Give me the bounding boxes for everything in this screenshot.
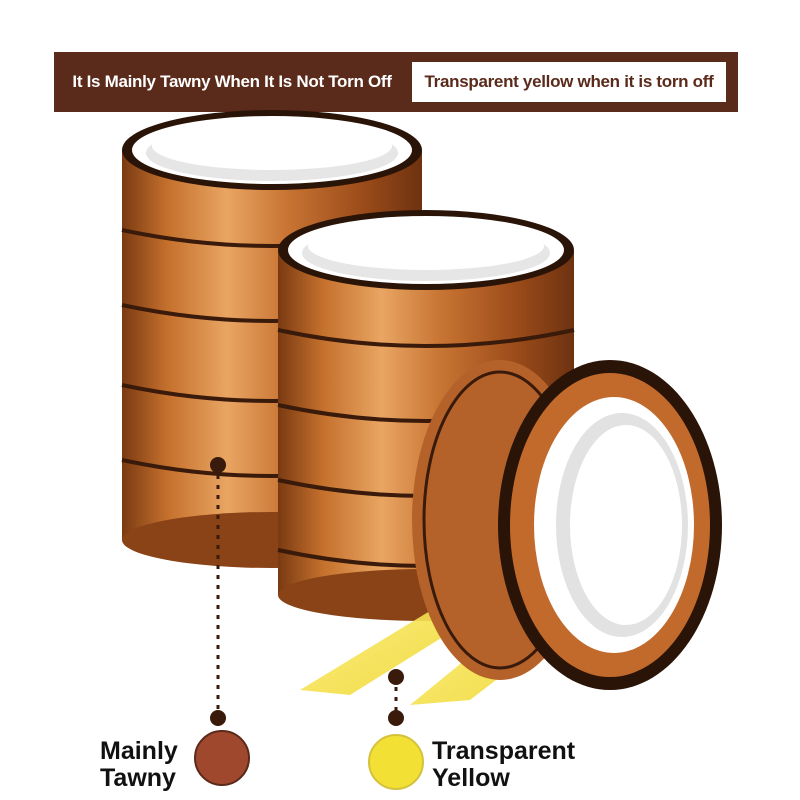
legend-tawny-line2: Tawny [100, 764, 176, 792]
yellow-color-swatch [368, 734, 424, 790]
tawny-color-swatch [194, 730, 250, 786]
tape-rolls-front [412, 360, 722, 690]
legend-tawny-label: Mainly Tawny [100, 738, 178, 792]
legend-pointers [210, 457, 404, 726]
banner-torn-text: Transparent yellow when it is torn off [410, 60, 728, 104]
legend-yellow-line1: Transparent [432, 737, 576, 765]
legend-tawny-line1: Mainly [100, 737, 178, 765]
header-banner: It Is Mainly Tawny When It Is Not Torn O… [54, 52, 738, 112]
legend-yellow-line2: Yellow [432, 764, 510, 792]
legend-yellow-label: Transparent Yellow [432, 738, 575, 792]
banner-not-torn-text: It Is Mainly Tawny When It Is Not Torn O… [72, 72, 392, 91]
